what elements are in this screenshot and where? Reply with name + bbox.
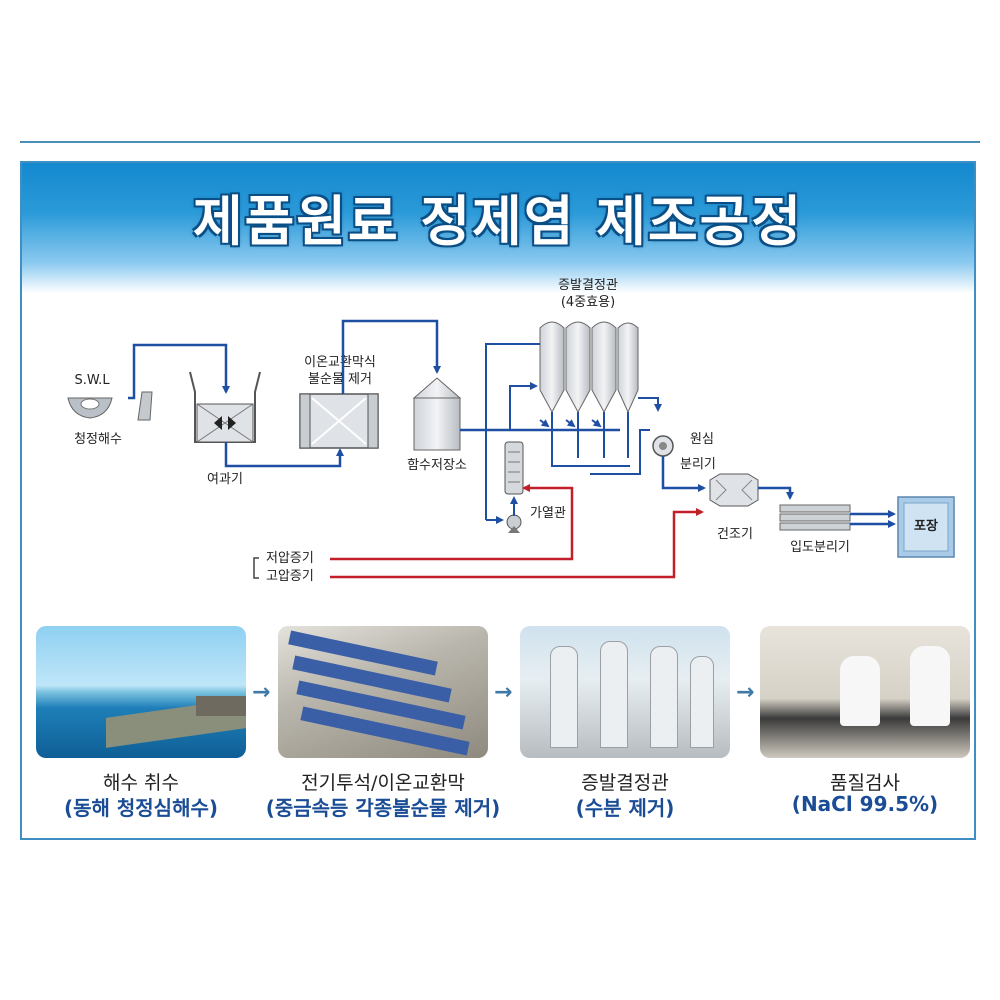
centrifuge-label-line1: 원심 <box>690 432 714 447</box>
particle-sorter-icon <box>780 505 850 530</box>
ion-label-line2: 불순물 제거 <box>308 372 372 387</box>
packing-label: 포장 <box>914 518 938 534</box>
intake-pump-icon <box>68 392 152 420</box>
brine-storage-tank-icon <box>414 378 460 450</box>
step3-detail: (수분 제거) <box>485 792 765 821</box>
ion-exchange-unit-icon <box>300 394 378 448</box>
low-steam-line <box>330 488 572 559</box>
low-steam-label: 저압증기 <box>266 551 314 566</box>
step-arrow-1: → <box>252 680 270 705</box>
heater-icon <box>505 442 523 533</box>
evaporator-label-line2: (4중효용) <box>561 295 615 310</box>
step4-caption: 품질검사 <box>735 768 995 795</box>
dryer-icon <box>710 474 758 506</box>
evaporator-photo <box>520 626 730 758</box>
evaporator-label-line1: 증발결정관 <box>558 278 618 293</box>
sorter-label: 입도분리기 <box>790 540 850 555</box>
step-arrow-3: → <box>736 680 754 705</box>
centrifuge-icon <box>653 436 673 456</box>
step2-caption: 전기투석/이온교환막 <box>253 768 513 795</box>
storage-label: 함수저장소 <box>407 458 467 473</box>
step1-caption: 해수 취수 <box>11 768 271 795</box>
filter-label: 여과기 <box>207 472 243 487</box>
step2-detail: (중금속등 각종불순물 제거) <box>243 792 523 821</box>
dryer-label: 건조기 <box>717 527 753 542</box>
swl-label: S.W.L <box>74 373 110 388</box>
step4-detail: (NaCl 99.5%) <box>725 792 1000 816</box>
step-arrow-2: → <box>494 680 512 705</box>
high-steam-label: 고압증기 <box>266 569 314 584</box>
intake-label: 청정해수 <box>74 432 122 447</box>
heater-label: 가열관 <box>530 506 566 521</box>
pipe-dryer-to-sorter <box>758 488 790 498</box>
quality-inspection-photo <box>760 626 970 758</box>
step3-caption: 증발결정관 <box>495 768 755 795</box>
step1-detail: (동해 청정심해수) <box>1 792 281 821</box>
steam-bracket <box>254 558 259 578</box>
ion-label-line1: 이온교환막식 <box>304 355 376 370</box>
pipe-intake-to-filter <box>128 345 226 398</box>
electrodialysis-photo <box>278 626 488 758</box>
centrifuge-label-line2: 분리기 <box>680 457 716 472</box>
seawater-intake-photo <box>36 626 246 758</box>
evaporator-icon <box>540 322 638 412</box>
